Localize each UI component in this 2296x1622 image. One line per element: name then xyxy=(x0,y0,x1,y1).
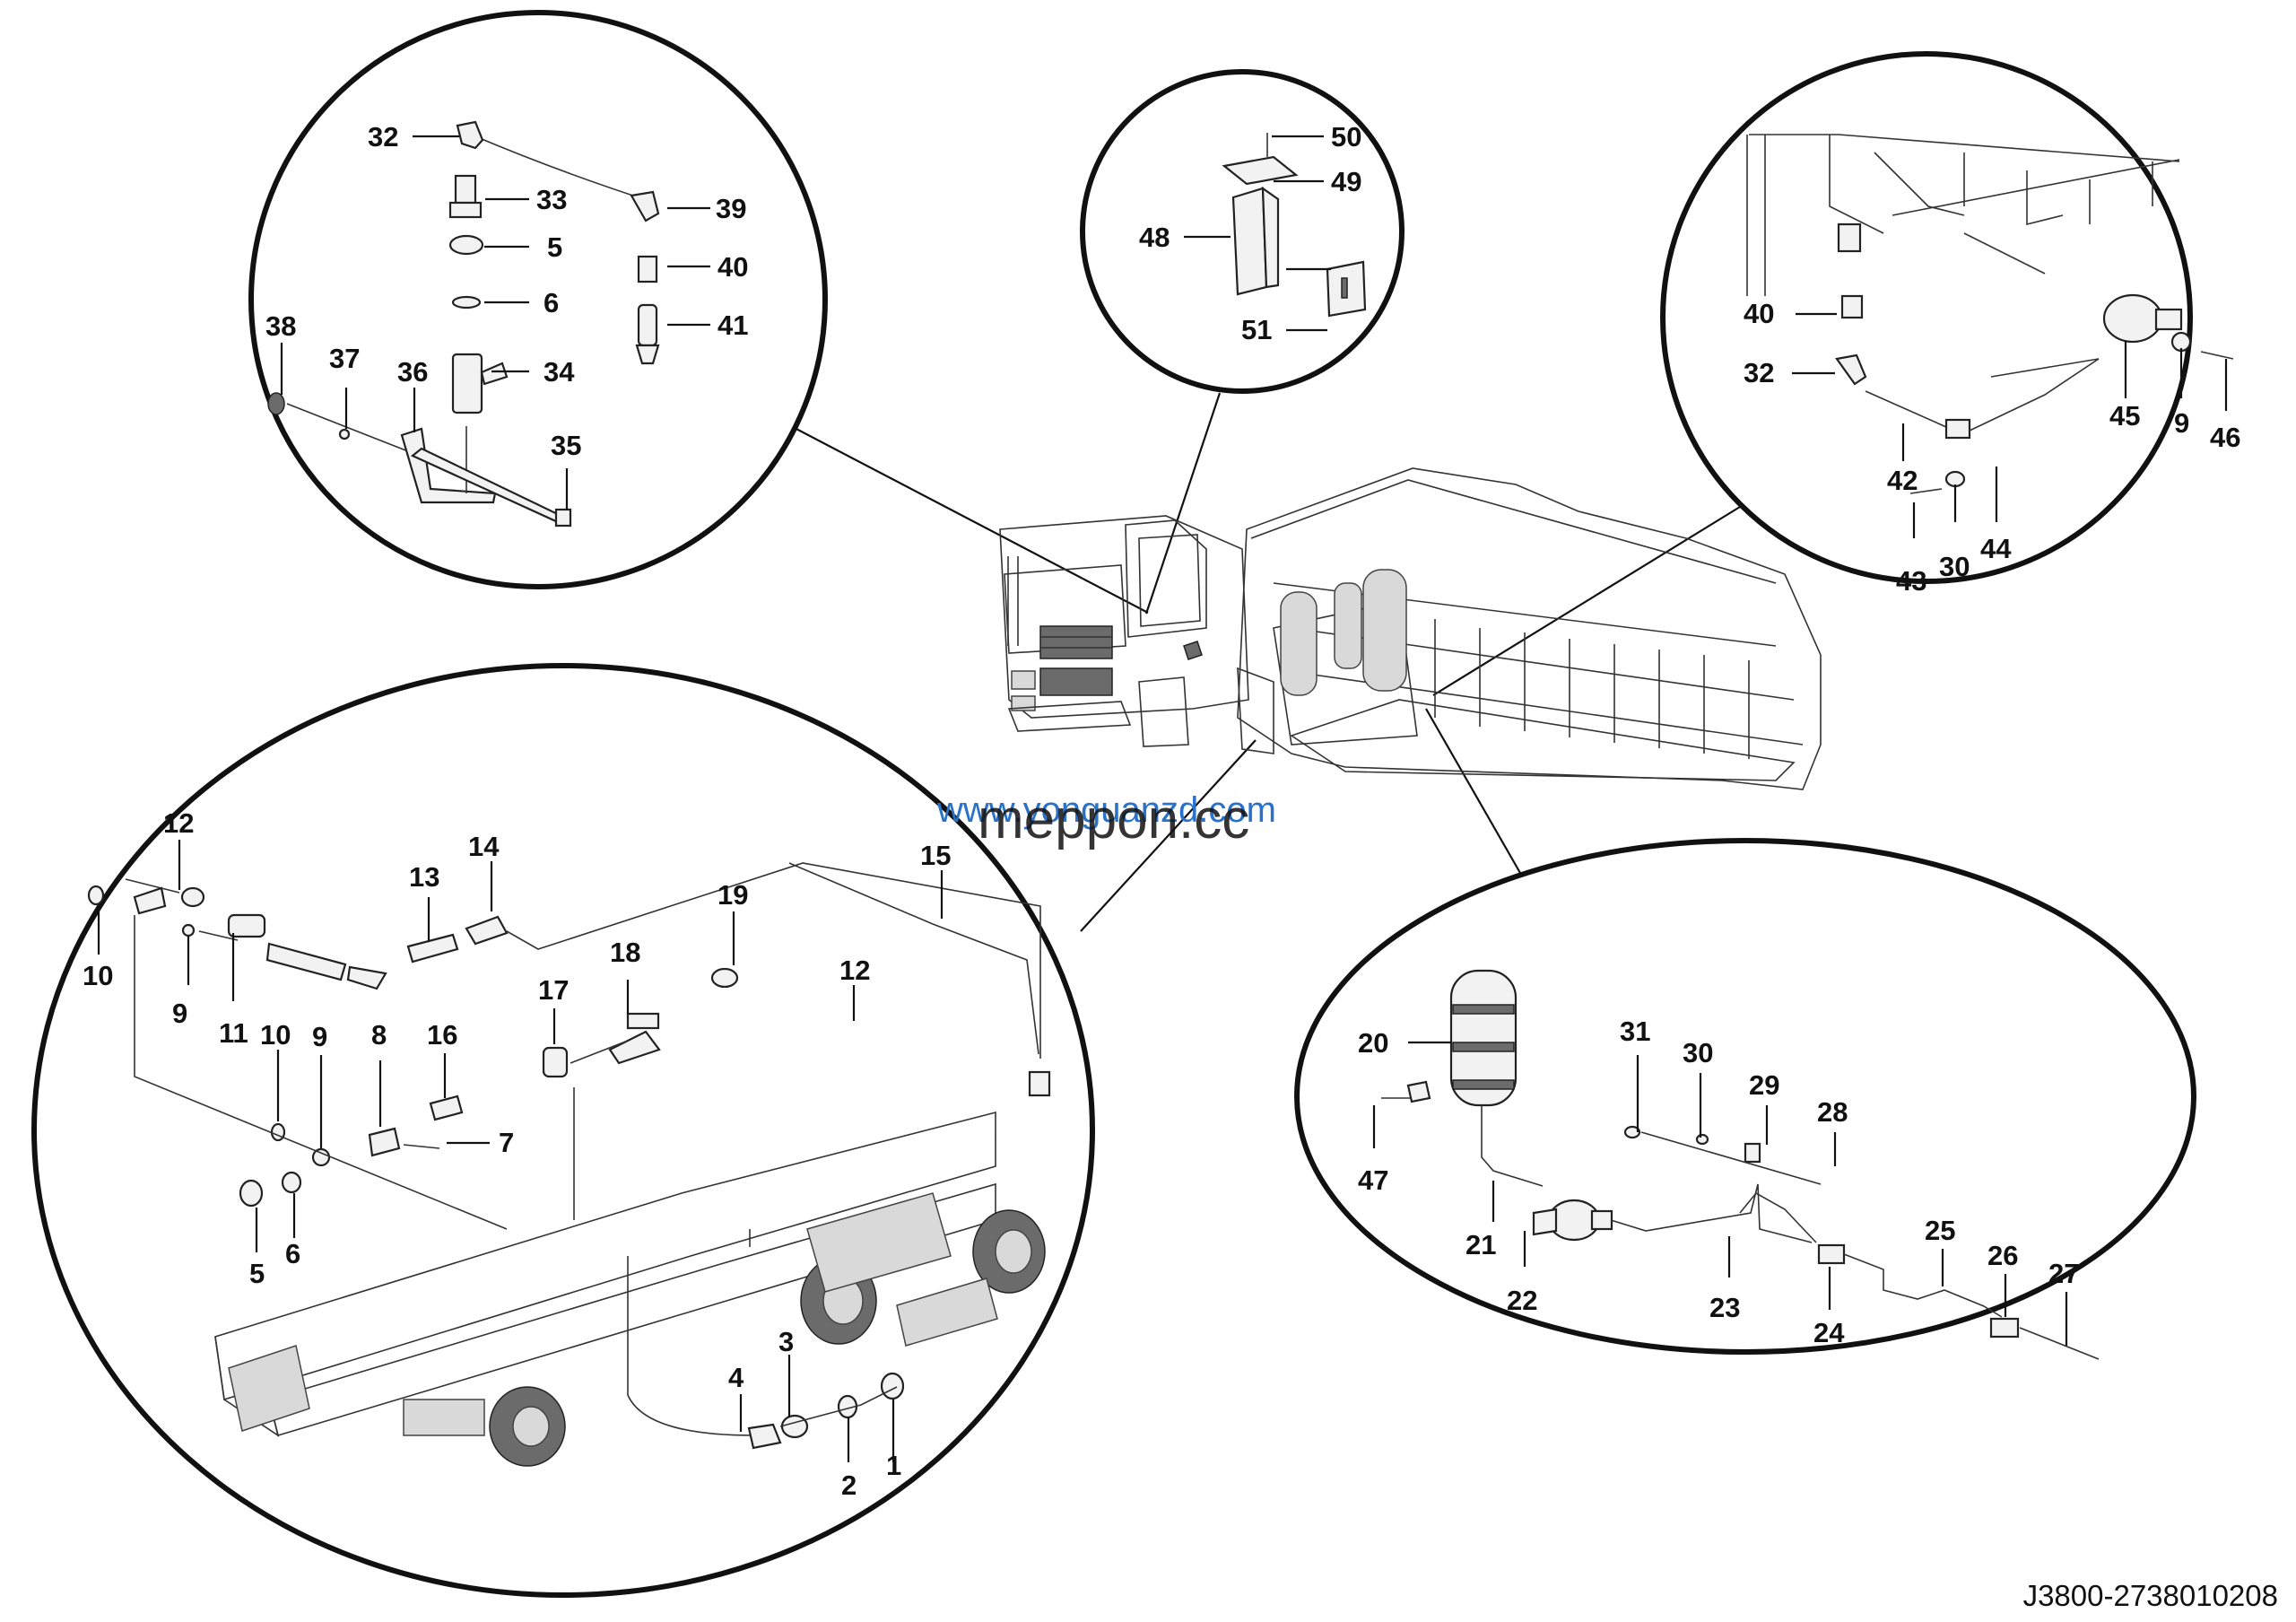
callout-label: 43 xyxy=(1896,565,1926,597)
callout-label: 30 xyxy=(1683,1037,1713,1068)
callout-label: 45 xyxy=(2109,400,2140,432)
callout-label: 46 xyxy=(2210,422,2240,453)
callout-label: 23 xyxy=(1709,1292,1740,1323)
callout-label: 48 xyxy=(1139,222,1170,253)
callout-label: 15 xyxy=(920,840,951,871)
callout-label: 42 xyxy=(1887,465,1918,496)
bracket-assembly xyxy=(1222,133,1367,318)
callout-label: 16 xyxy=(427,1019,457,1051)
callout-label: 3 xyxy=(778,1326,794,1357)
callout-label: 39 xyxy=(716,193,746,224)
callout-label: 13 xyxy=(409,861,439,893)
callout-label: 9 xyxy=(172,998,187,1029)
callout-label: 10 xyxy=(83,960,113,991)
tank-and-line-assembly xyxy=(1381,969,2100,1360)
callout-label: 40 xyxy=(1744,298,1774,329)
leaders-bottom-right xyxy=(1372,1041,2068,1346)
callout-label: 12 xyxy=(163,807,194,839)
callout-label: 35 xyxy=(551,430,581,461)
leaders-top-center xyxy=(1184,135,1331,332)
callout-label: 33 xyxy=(536,184,567,215)
pipework xyxy=(87,862,1051,1450)
callout-label: 10 xyxy=(260,1019,291,1051)
callout-label: 17 xyxy=(538,974,569,1006)
detail-circle-top-right: 40 32 45 9 46 42 43 30 44 xyxy=(1660,51,2240,597)
callout-label: 21 xyxy=(1465,1229,1496,1260)
callout-label: 47 xyxy=(1358,1164,1388,1196)
callout-label: 25 xyxy=(1925,1215,1955,1246)
callout-label: 22 xyxy=(1507,1285,1537,1316)
hose-assembly-top-left xyxy=(267,120,660,528)
watermark-secondary: meppon.cc xyxy=(978,789,1249,850)
dump-body-ribs xyxy=(1434,619,1750,759)
callout-label: 9 xyxy=(2174,407,2189,439)
callout-label: 51 xyxy=(1241,314,1272,345)
chassis-frame xyxy=(214,1111,1046,1467)
detail-circle-bottom-right: 20 31 30 29 28 47 21 22 23 24 25 26 27 xyxy=(1294,838,2196,1360)
callout-label: 7 xyxy=(499,1127,514,1158)
callout-label: 20 xyxy=(1358,1027,1388,1059)
callout-label: 30 xyxy=(1939,551,1970,582)
callout-label: 19 xyxy=(718,879,748,911)
callout-label: 49 xyxy=(1331,166,1361,197)
callout-label: 5 xyxy=(547,231,562,263)
leaders-top-left xyxy=(280,135,710,510)
callout-label: 18 xyxy=(610,937,640,968)
callout-label: 50 xyxy=(1331,121,1361,153)
watermark-primary: www.yonguanzd.com xyxy=(936,790,1276,830)
callout-label: 14 xyxy=(468,831,500,862)
callout-label: 9 xyxy=(312,1021,327,1052)
callout-label: 37 xyxy=(329,343,360,374)
callout-label: 29 xyxy=(1749,1069,1779,1101)
detail-circle-top-left: 32 33 39 5 40 6 41 38 37 36 34 35 xyxy=(248,10,828,589)
detail-connector-lines xyxy=(751,392,1741,932)
callout-label: 4 xyxy=(728,1362,744,1393)
watermark: www.yonguanzd.com meppon.cc xyxy=(936,789,1276,850)
callout-label: 32 xyxy=(1744,357,1774,388)
callout-label: 44 xyxy=(1980,533,2012,564)
callout-label: 2 xyxy=(841,1469,857,1501)
detail-circle-bottom-left: 12 14 13 15 10 9 11 19 12 10 9 18 17 8 1… xyxy=(31,663,1095,1598)
callout-label: 32 xyxy=(368,121,398,153)
drawing-code: J3800-2738010208 xyxy=(2023,1579,2278,1612)
callout-label: 6 xyxy=(544,287,559,318)
callout-label: 6 xyxy=(285,1238,300,1269)
callout-label: 12 xyxy=(839,955,870,986)
callout-label: 11 xyxy=(219,1017,248,1049)
callout-label: 26 xyxy=(1987,1240,2018,1271)
callout-label: 24 xyxy=(1813,1317,1845,1348)
callout-label: 41 xyxy=(718,310,748,341)
leaders-top-right xyxy=(1792,312,2228,538)
cab-grille xyxy=(1039,625,1113,696)
callout-label: 31 xyxy=(1620,1016,1650,1047)
callout-label: 8 xyxy=(371,1019,387,1051)
callout-label: 27 xyxy=(2048,1258,2079,1289)
callout-label: 28 xyxy=(1817,1096,1848,1128)
callout-label: 1 xyxy=(886,1450,901,1481)
leaders-bottom-left xyxy=(97,840,944,1462)
callout-label: 40 xyxy=(718,251,748,283)
callout-label: 5 xyxy=(249,1258,265,1289)
mining-truck-illustration xyxy=(999,467,1822,790)
callout-label: 34 xyxy=(544,356,575,388)
callout-label: 36 xyxy=(397,356,428,388)
callout-label: 38 xyxy=(265,310,296,342)
detail-circle-top-center: 50 49 48 51 xyxy=(1080,69,1405,394)
